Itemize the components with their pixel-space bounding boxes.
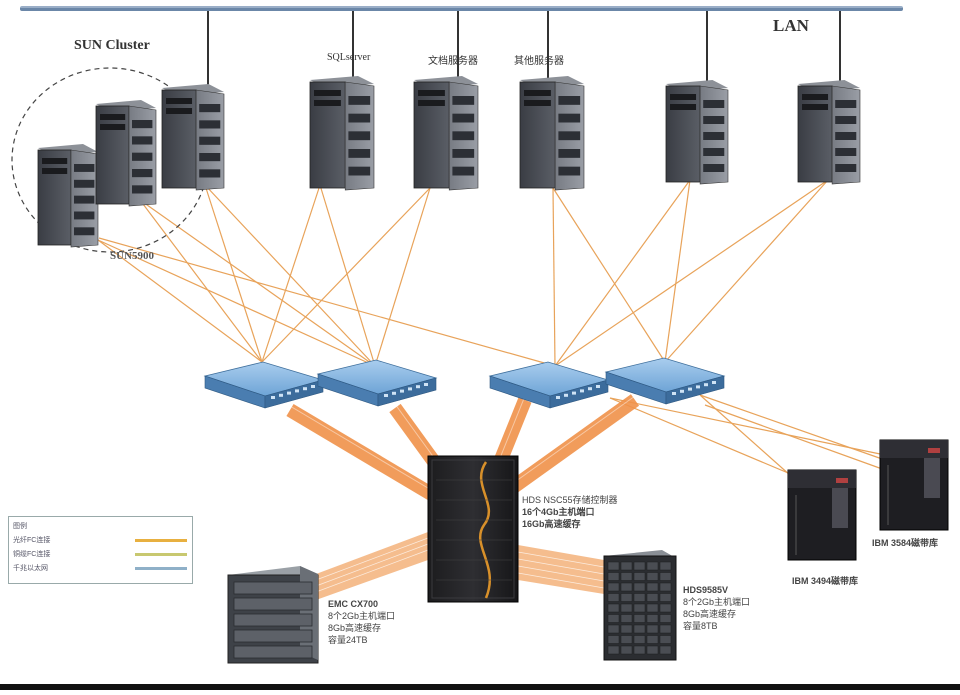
- fc-links-servers: [97, 179, 829, 367]
- server-label-other: 其他服务器: [514, 56, 564, 67]
- emc-caption: EMC CX700 8个2Gb主机端口 8Gb高速缓存 容量24TB: [328, 598, 395, 646]
- legend: 图例 光纤FC连接 铜缆FC连接 千兆以太网: [8, 516, 193, 584]
- ibm-3584-tape-library: [879, 439, 949, 531]
- hds-core-rack: [427, 455, 519, 603]
- hds-core-line3: 16Gb高速缓存: [522, 519, 581, 529]
- server-tower-6: [797, 80, 861, 185]
- hds-core-caption: HDS NSC55存储控制器 16个4Gb主机端口 16Gb高速缓存: [522, 494, 618, 530]
- server-label-doc: 文档服务器: [428, 56, 478, 67]
- legend-row-label: 千兆以太网: [13, 565, 48, 572]
- bottom-border: [0, 684, 960, 690]
- tape-lib1-label: IBM 3494磁带库: [792, 576, 859, 586]
- doc-server-tower: [413, 76, 479, 191]
- cluster-model-label: SUN5900: [110, 250, 155, 262]
- legend-swatch-copper: [135, 553, 187, 556]
- emc-line3: 8Gb高速缓存: [328, 623, 382, 633]
- server-tower-5: [665, 80, 729, 185]
- emc-line1: EMC CX700: [328, 599, 379, 609]
- cluster-server-3: [161, 84, 225, 191]
- lan-drops: [207, 11, 841, 90]
- emc-line2: 8个2Gb主机端口: [328, 611, 396, 621]
- fc-links-tape: [609, 394, 886, 485]
- hds9585-line4: 容量8TB: [683, 621, 718, 631]
- cluster-label: SUN Cluster: [74, 38, 150, 53]
- fc-switch-1: [203, 361, 325, 409]
- server-label-sql: SQLserver: [327, 52, 371, 63]
- other-server-tower: [519, 76, 585, 191]
- cluster-server-2: [95, 100, 157, 207]
- hds-core-line2: 16个4Gb主机端口: [522, 507, 595, 517]
- hds9585-line2: 8个2Gb主机端口: [683, 597, 751, 607]
- legend-swatch-fiber: [135, 539, 187, 542]
- tape-lib2-label: IBM 3584磁带库: [872, 538, 939, 548]
- fc-switch-2: [316, 359, 438, 407]
- lan-label: LAN: [773, 16, 809, 35]
- fc-switch-3: [488, 361, 610, 409]
- hds9585-caption: HDS9585V 8个2Gb主机端口 8Gb高速缓存 容量8TB: [683, 584, 750, 632]
- ibm-3494-tape-library: [787, 469, 857, 561]
- legend-row-label: 铜缆FC连接: [13, 551, 51, 558]
- hds9585-line1: HDS9585V: [683, 585, 729, 595]
- fc-switch-4: [604, 357, 726, 405]
- legend-row-label: 光纤FC连接: [13, 537, 51, 544]
- fc-ribbons-storage: [315, 532, 605, 600]
- legend-title: 图例: [13, 523, 27, 530]
- sql-server-tower: [309, 76, 375, 191]
- cluster-server-1: [37, 144, 99, 248]
- emc-line4: 容量24TB: [328, 635, 368, 645]
- emc-cx700-array: [227, 566, 319, 664]
- hds9585-line3: 8Gb高速缓存: [683, 609, 737, 619]
- legend-swatch-ethernet: [135, 567, 187, 570]
- hds9585v-array: [603, 550, 677, 661]
- hds-core-line1: HDS NSC55存储控制器: [522, 495, 618, 505]
